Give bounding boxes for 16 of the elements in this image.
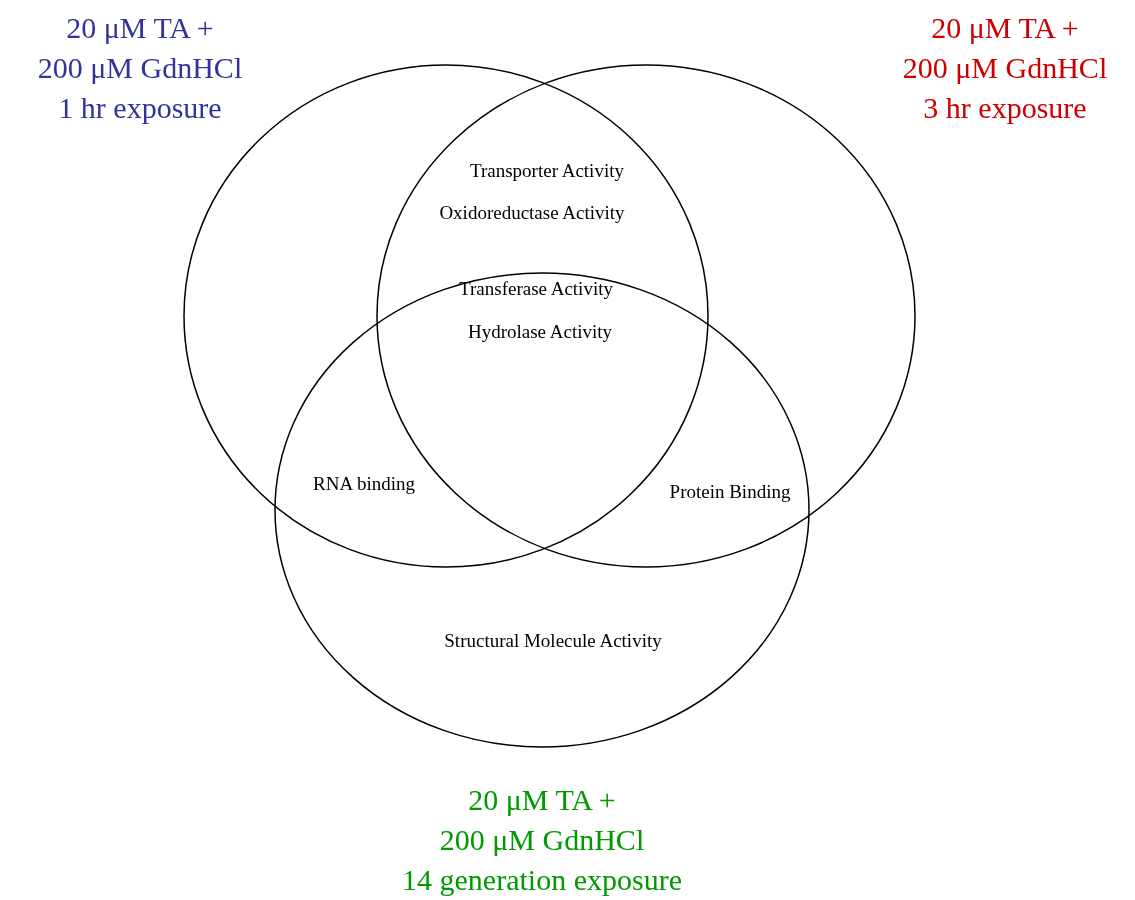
set-title: 1 hr exposure (58, 90, 222, 126)
region-label: Structural Molecule Activity (444, 630, 662, 652)
region-label: Protein Binding (669, 481, 791, 503)
set-title: 200 μM GdnHCl (439, 822, 645, 858)
region-label: Hydrolase Activity (467, 321, 613, 343)
set-title: 20 μM TA + (66, 10, 214, 46)
set-title: 200 μM GdnHCl (37, 50, 243, 86)
region-label: Transporter Activity (470, 160, 624, 182)
region-label: RNA binding (313, 473, 415, 495)
region-label: Oxidoreductase Activity (439, 202, 625, 224)
set-title: 20 μM TA + (931, 10, 1079, 46)
set-title: 200 μM GdnHCl (902, 50, 1108, 86)
set-title: 20 μM TA + (468, 782, 616, 818)
region-label: Transferase Activity (459, 278, 613, 300)
set-title: 14 generation exposure (402, 862, 682, 898)
set-title: 3 hr exposure (923, 90, 1087, 126)
